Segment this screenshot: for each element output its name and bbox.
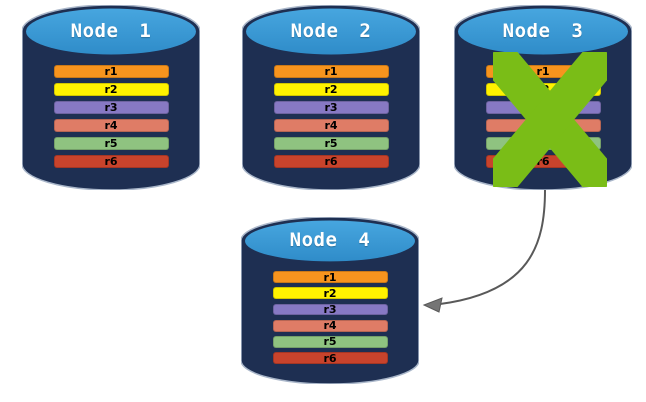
replica-row-r4: r4 [272, 319, 388, 332]
replica-row-r2: r2 [272, 287, 388, 300]
replica-row-r2: r2 [53, 83, 169, 96]
cylinder-top [245, 220, 415, 262]
replica-row-r1: r1 [272, 271, 388, 283]
node-4: Node 4 r1 r2 r3 r4 r5 r6 [241, 217, 419, 384]
node-title: Node 4 [289, 229, 371, 252]
replica-row-r4: r4 [485, 118, 601, 132]
node-1: Node 1 r1 r2 r3 r4 r5 r6 [22, 5, 200, 190]
replica-row-r6: r6 [273, 154, 389, 168]
failover-arrowhead-icon [422, 297, 443, 313]
replica-row-r1: r1 [53, 65, 169, 79]
cylinder-top [26, 8, 196, 55]
replica-row-r4: r4 [53, 118, 169, 132]
replica-row-r6: r6 [272, 352, 388, 364]
replica-row-r3: r3 [485, 101, 601, 114]
cylinder-top [458, 8, 628, 55]
replica-row-r6: r6 [53, 154, 169, 168]
replica-row-r1: r1 [485, 65, 601, 79]
failover-arrow-line [439, 189, 546, 305]
replica-row-r5: r5 [272, 336, 388, 348]
replica-row-r6: r6 [485, 154, 601, 168]
node-title: Node 2 [290, 19, 372, 42]
replica-row-r1: r1 [273, 65, 389, 79]
replica-row-r3: r3 [273, 101, 389, 114]
node-3: Node 3 r1 r2 r3 r4 r5 r6 [454, 5, 632, 190]
node-title: Node 1 [70, 19, 152, 42]
replica-row-r2: r2 [273, 83, 389, 96]
replica-row-r5: r5 [485, 136, 601, 150]
node-2: Node 2 r1 r2 r3 r4 r5 r6 [242, 5, 420, 190]
node-title: Node 3 [502, 19, 584, 42]
replica-row-r4: r4 [273, 118, 389, 132]
replica-row-r5: r5 [53, 136, 169, 150]
cylinder-top [246, 8, 416, 55]
replica-row-r5: r5 [273, 136, 389, 150]
replica-row-r3: r3 [272, 303, 388, 316]
replica-row-r3: r3 [53, 101, 169, 114]
replica-row-r2: r2 [485, 83, 601, 96]
